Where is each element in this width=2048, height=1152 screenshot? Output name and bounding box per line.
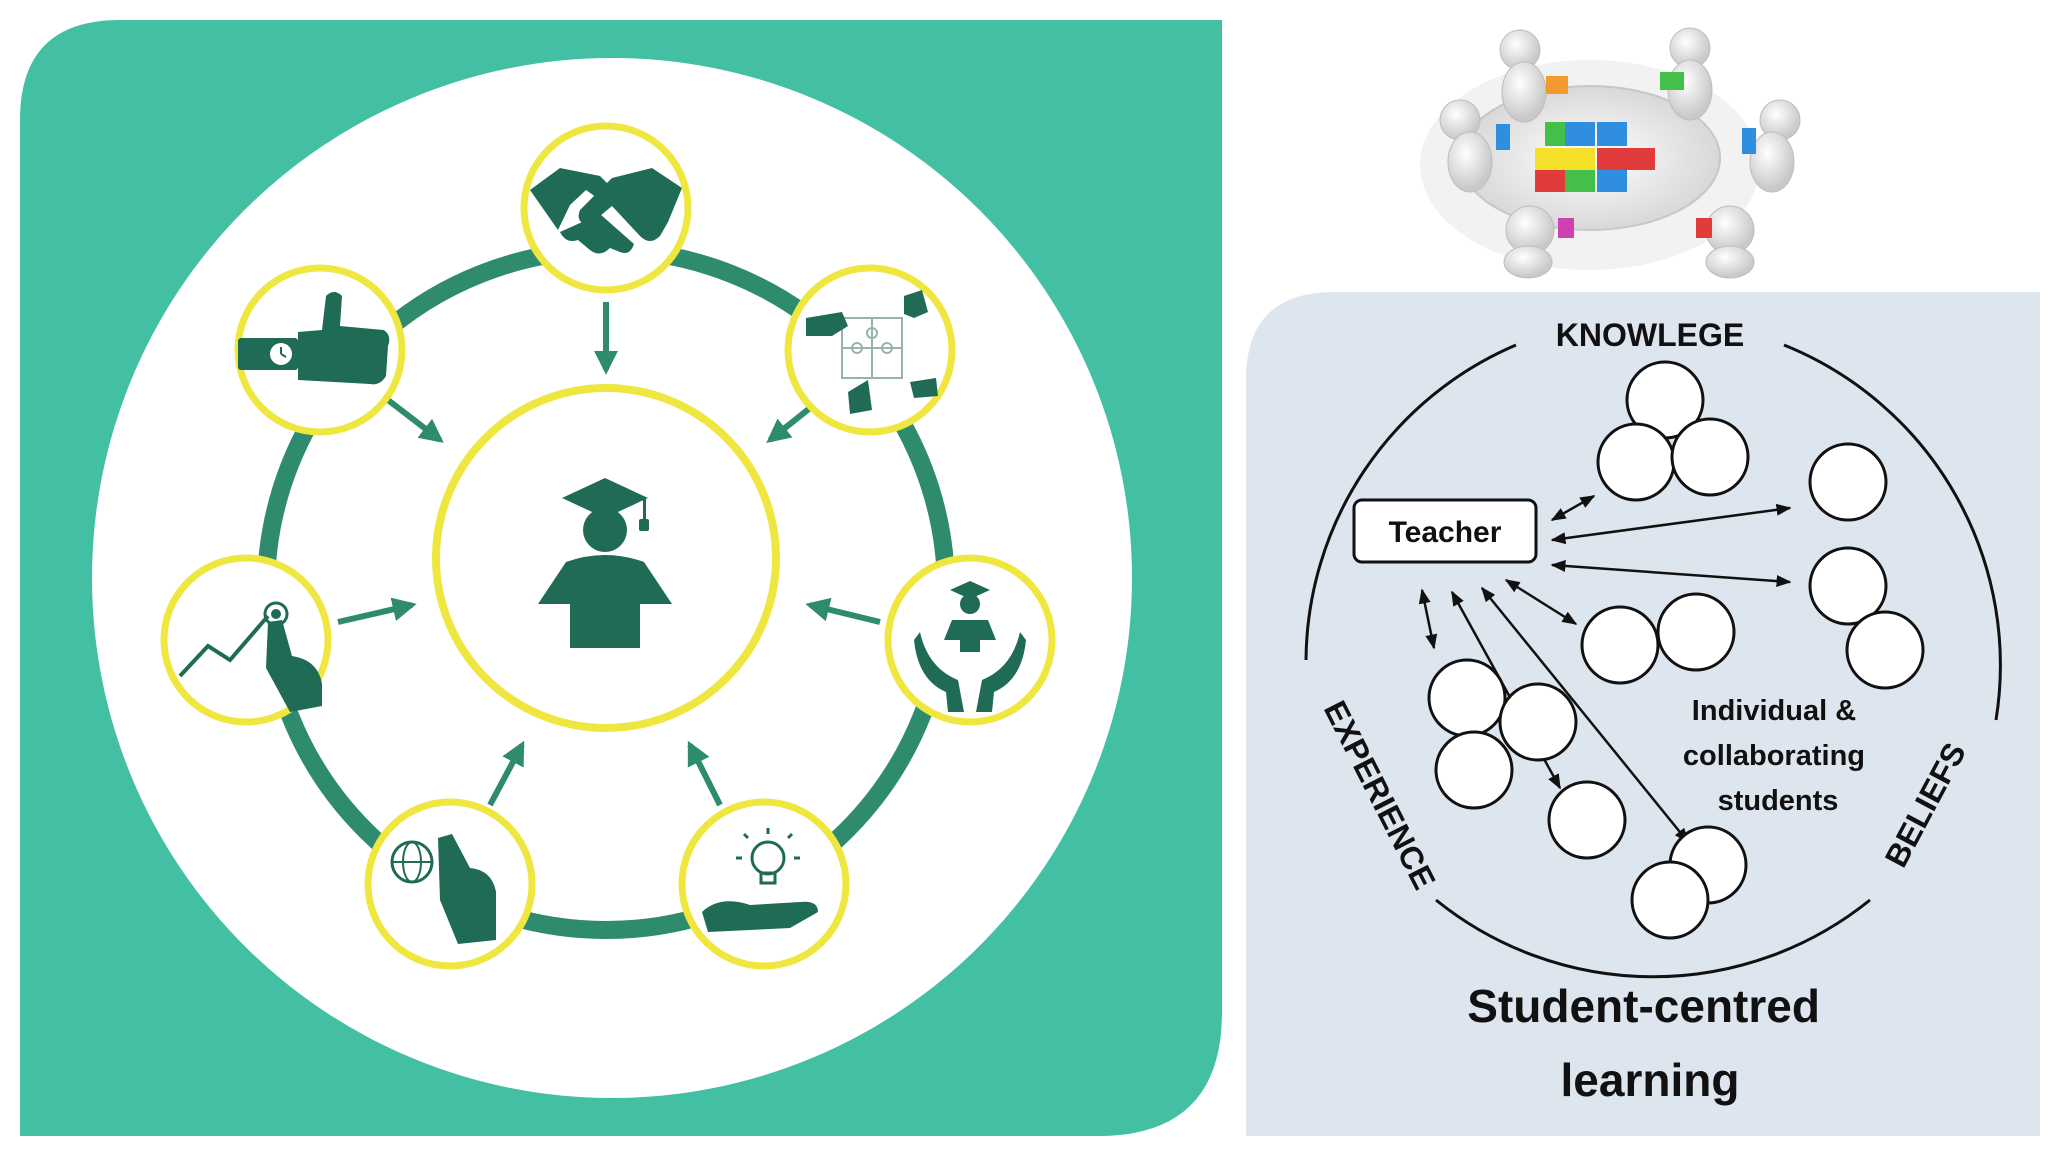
graduate-icon bbox=[538, 478, 672, 648]
satellite-thumbs-up-watch bbox=[234, 264, 406, 436]
thumbs-up-watch-icon bbox=[238, 292, 390, 385]
teacher-label: Teacher bbox=[1389, 516, 1502, 549]
satellite-growth-chart bbox=[160, 554, 332, 726]
handshake-icon bbox=[530, 168, 682, 254]
satellite-puzzle-hands bbox=[784, 264, 956, 436]
globe-touch-icon bbox=[390, 834, 496, 944]
context-ring bbox=[1304, 343, 2002, 979]
growth-chart-touch-icon bbox=[178, 601, 322, 712]
left-panel bbox=[20, 20, 1222, 1136]
interaction-arrows bbox=[1418, 494, 1792, 844]
puzzle-team-table-icon bbox=[1420, 27, 1801, 279]
puzzle-hands-icon bbox=[806, 290, 938, 414]
students-label: Individual & collaborating students bbox=[1683, 695, 1873, 817]
center-node bbox=[432, 384, 780, 732]
satellite-lightbulb-hand bbox=[678, 798, 850, 970]
satellite-handshake bbox=[520, 122, 692, 294]
satellite-student-hands bbox=[884, 554, 1056, 726]
students-label-line-3: students bbox=[1718, 785, 1839, 817]
diagram-title: Student-centred learning bbox=[1467, 980, 1832, 1106]
puzzle-team-image bbox=[1400, 18, 1846, 280]
satellite-globe-touch bbox=[364, 798, 536, 970]
flow-arrows bbox=[337, 302, 881, 807]
students-label-line-2: collaborating bbox=[1683, 740, 1865, 772]
teacher-node: Teacher bbox=[1352, 498, 1538, 564]
student-centred-panel: KNOWLEGE EXPERIENCE BELIEFS Teacher bbox=[1246, 292, 2040, 1136]
diagram-title-line-1: Student-centred bbox=[1467, 980, 1820, 1032]
knowledge-label: KNOWLEGE bbox=[1556, 317, 1744, 353]
students-label-line-1: Individual & bbox=[1692, 695, 1856, 727]
diagram-title-line-2: learning bbox=[1561, 1054, 1740, 1106]
lightbulb-hand-icon bbox=[702, 828, 818, 932]
student-in-hands-icon bbox=[914, 581, 1026, 712]
student-circles bbox=[1427, 360, 1925, 940]
